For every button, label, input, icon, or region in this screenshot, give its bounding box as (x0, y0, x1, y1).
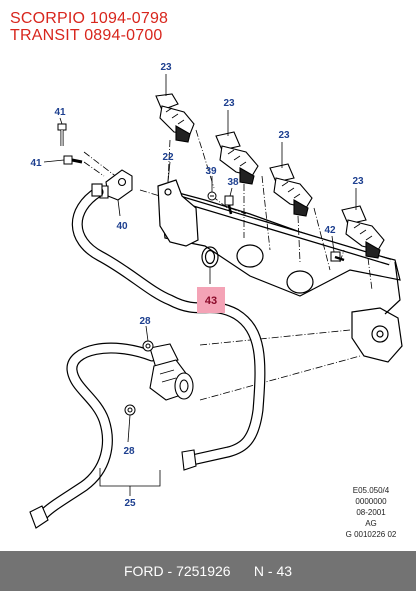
clip-28-upper (142, 340, 154, 352)
callout-25: 25 (124, 498, 136, 509)
bolt-41-upper (57, 123, 67, 146)
footer-gap (231, 563, 254, 579)
callout-28-upper: 28 (139, 316, 151, 327)
fuel-injector-2 (215, 131, 259, 185)
fuel-injector-1 (155, 93, 195, 143)
vehicle-title-transit: TRANSIT 0894-0700 (10, 27, 163, 44)
highlight-43-box (197, 287, 225, 313)
assembly-leader-lines (83, 129, 373, 401)
callout-leaders (43, 74, 357, 496)
fuel-injector-3 (269, 163, 313, 217)
footer-brand: FORD (123, 563, 164, 579)
highlight-43-label: 43 (205, 295, 217, 307)
reference-code-line: 0000000 (355, 497, 387, 506)
hose-end-fittings (29, 183, 197, 529)
fuel-return-hose (38, 342, 158, 520)
reference-code-line: AG (365, 519, 377, 528)
callout-23-injector-2: 23 (223, 98, 235, 109)
footer-page: N - 43 (253, 563, 293, 579)
footer-bar: FORD - 7251926 N - 43 (0, 551, 416, 591)
callout-38: 38 (227, 177, 239, 188)
bolt-42 (330, 251, 345, 262)
reference-code-line: E05.050/4 (352, 486, 390, 495)
clip-28-lower (124, 404, 136, 416)
callout-28-lower: 28 (123, 446, 135, 457)
callout-23-injector-1: 23 (160, 62, 172, 73)
drawing-reference-codes: E05.050/4 0000000 08-2001 AG G 0010226 0… (336, 485, 406, 540)
bolt-38 (224, 195, 234, 215)
callout-42: 42 (324, 225, 336, 236)
vehicle-title-scorpio: SCORPIO 1094-0798 (10, 10, 169, 27)
footer-separator: - (163, 563, 177, 579)
callout-39: 39 (205, 166, 217, 177)
bracket-40 (99, 169, 133, 201)
highlight-43[interactable]: 43 (197, 287, 225, 313)
callout-23-injector-3: 23 (278, 130, 290, 141)
fuel-rail-assembly (157, 179, 403, 363)
callout-23-injector-4: 23 (352, 176, 364, 187)
stud-39 (207, 191, 217, 201)
callout-41-lower: 41 (30, 158, 42, 169)
reference-code-line: 08-2001 (356, 508, 386, 517)
callout-40: 40 (116, 221, 128, 232)
callout-22: 22 (162, 152, 174, 163)
callout-41-upper: 41 (54, 107, 66, 118)
fuel-pressure-regulator (149, 343, 194, 401)
o-ring-43 (201, 246, 219, 268)
reference-code-line: G 0010226 02 (345, 530, 397, 539)
fuel-injector-4 (341, 205, 385, 259)
bolt-41-lower (63, 155, 83, 165)
footer-part-number: 7251926 (176, 563, 231, 579)
